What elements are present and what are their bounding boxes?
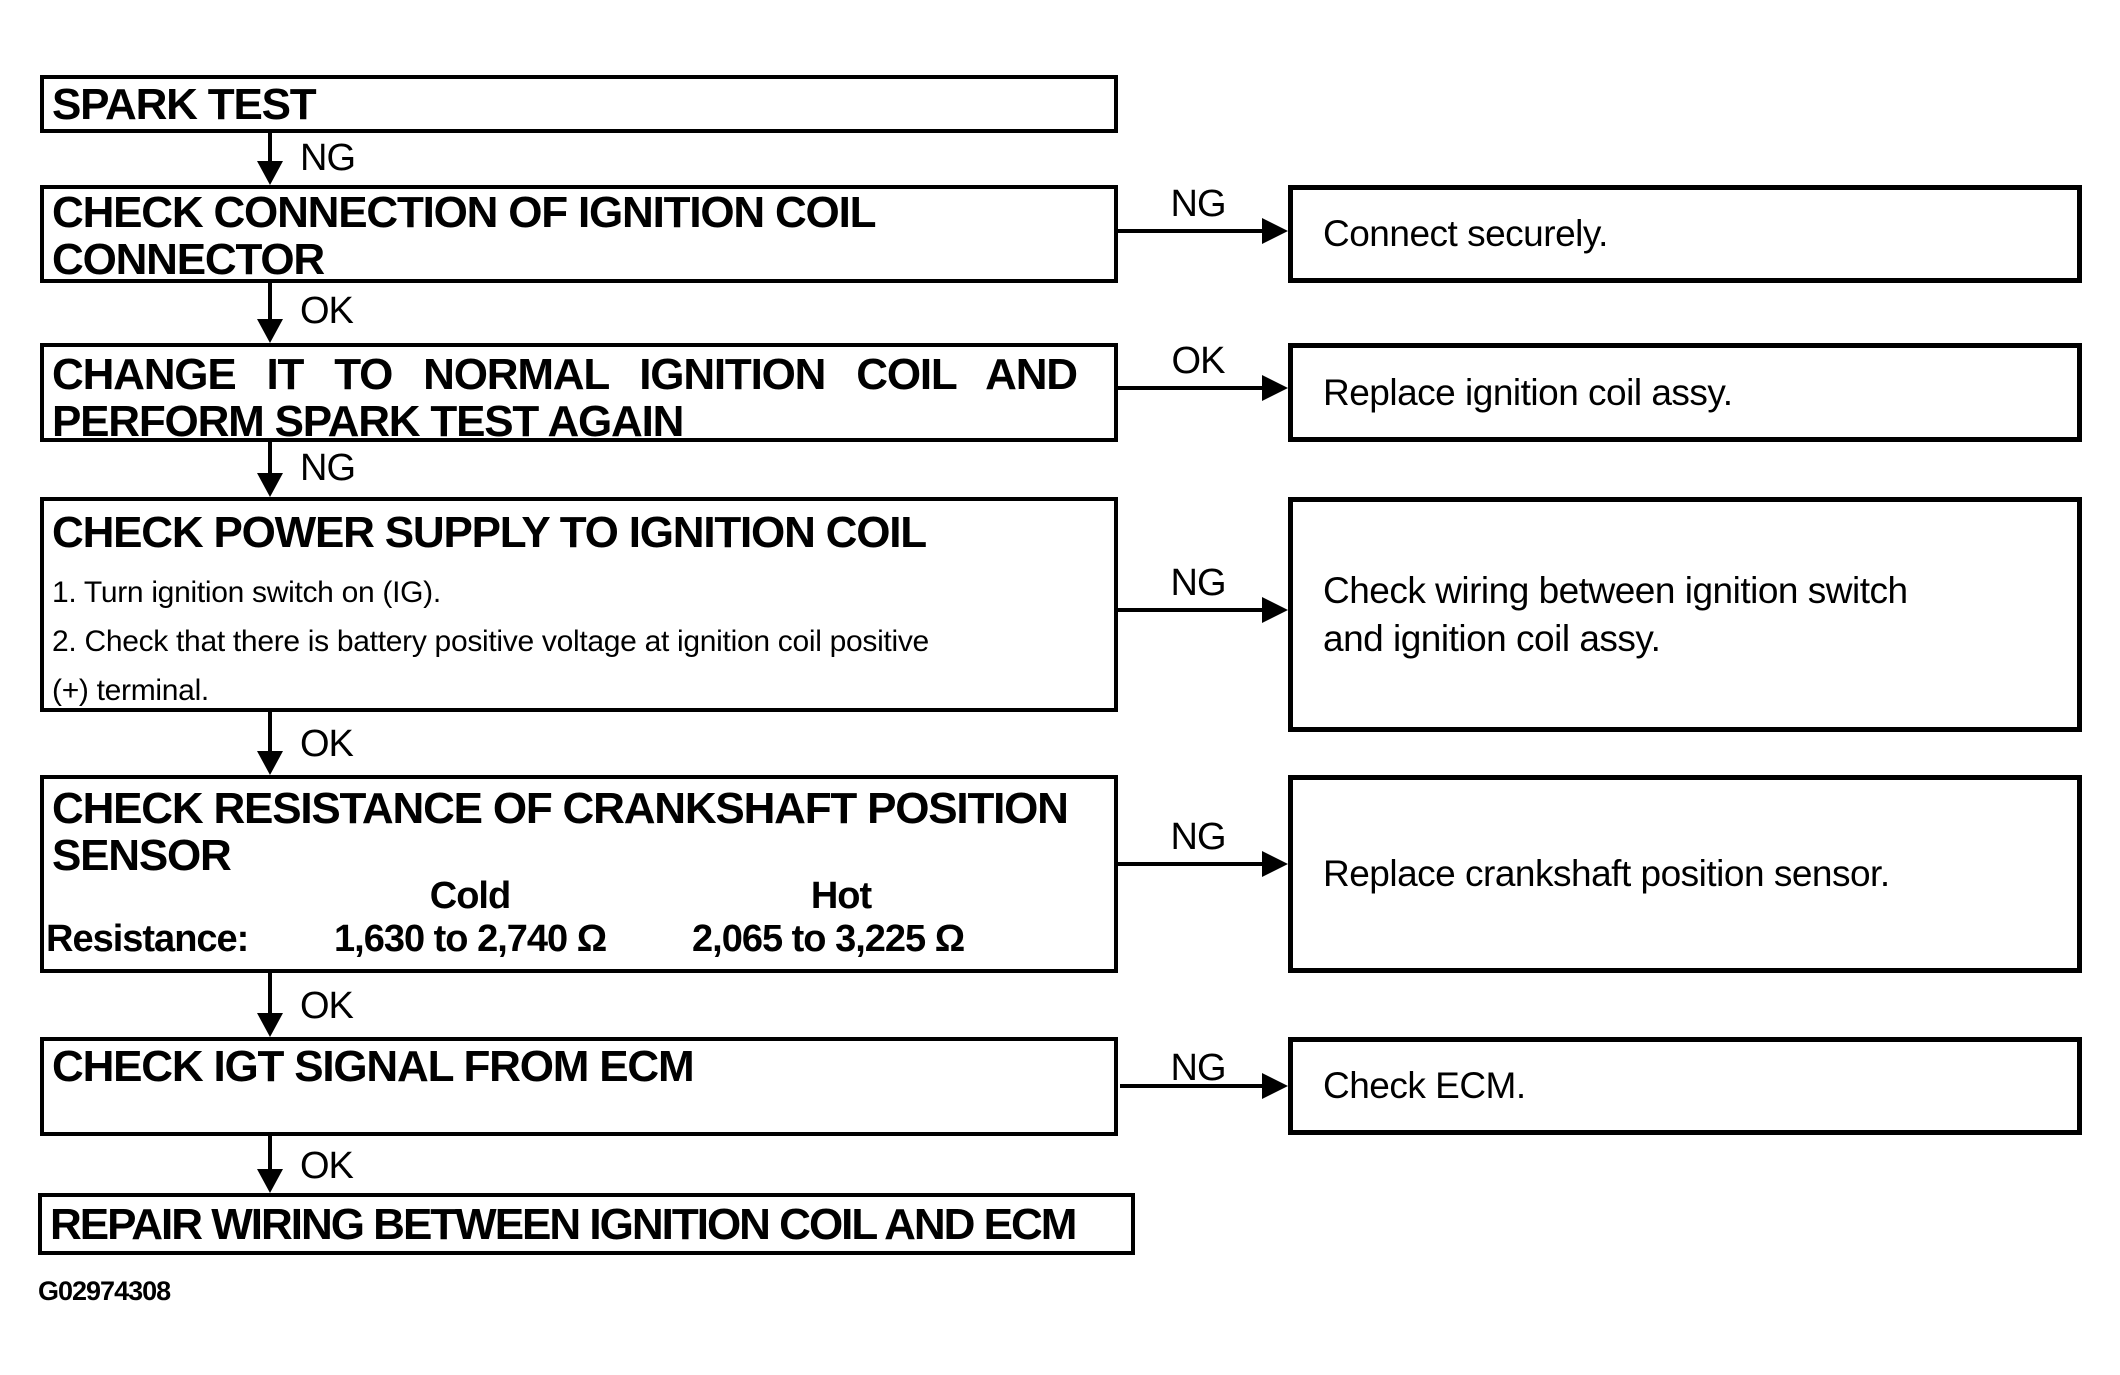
- right-arrow-connector: [1118, 218, 1288, 244]
- arrow-line: [1118, 229, 1268, 233]
- node-check-connection: CHECK CONNECTION OF IGNITION COIL CONNEC…: [40, 185, 1118, 283]
- resistance-hot-value: 2,065 to 3,225 Ω: [692, 918, 965, 960]
- edge-label-ok: OK: [300, 723, 354, 765]
- figure-id: G02974308: [38, 1276, 171, 1306]
- arrow-line: [1120, 1084, 1268, 1088]
- arrow-head-icon: [257, 751, 283, 775]
- down-arrow-connector: [257, 133, 283, 185]
- arrow-line: [268, 133, 272, 167]
- right-arrow-connector: [1118, 375, 1288, 401]
- step-line: (+) terminal.: [52, 674, 209, 707]
- result-replace-coil: Replace ignition coil assy.: [1288, 343, 2082, 442]
- down-arrow-connector: [257, 283, 283, 343]
- down-arrow-connector: [257, 1136, 283, 1193]
- edge-label-ng: NG: [300, 137, 356, 179]
- node-spark-test: SPARK TEST: [40, 75, 1118, 133]
- arrow-head-icon: [257, 473, 283, 497]
- edge-label-ok: OK: [300, 985, 354, 1027]
- arrow-line: [1118, 862, 1268, 866]
- right-arrow-connector: [1118, 597, 1288, 623]
- node-title: SPARK TEST: [52, 79, 317, 129]
- result-replace-sensor: Replace crankshaft position sensor.: [1288, 775, 2082, 973]
- node-title-line: CHANGE IT TO NORMAL IGNITION COIL AND: [52, 350, 1078, 399]
- arrow-line: [1118, 608, 1268, 612]
- edge-label-ok: OK: [1171, 340, 1226, 382]
- step-line: 1. Turn ignition switch on (IG).: [52, 576, 441, 609]
- edge-label-ok: OK: [300, 290, 354, 332]
- node-check-resistance: CHECK RESISTANCE OF CRANKSHAFT POSITION …: [40, 775, 1118, 973]
- node-title: REPAIR WIRING BETWEEN IGNITION COIL AND …: [50, 1199, 1077, 1249]
- arrow-head-icon: [1262, 597, 1288, 623]
- edge-label-ng: NG: [1170, 562, 1227, 604]
- arrow-head-icon: [1262, 1073, 1288, 1099]
- edge-label-ng: NG: [1170, 183, 1227, 225]
- result-text: Check ECM.: [1323, 1065, 1526, 1106]
- result-text-line: Check wiring between ignition switch: [1323, 569, 1908, 611]
- node-check-power-supply: CHECK POWER SUPPLY TO IGNITION COIL 1. T…: [40, 497, 1118, 712]
- right-arrow-connector: [1120, 1073, 1288, 1099]
- node-change-coil: CHANGE IT TO NORMAL IGNITION COIL AND PE…: [40, 343, 1118, 446]
- arrow-line: [1118, 386, 1268, 390]
- arrow-head-icon: [257, 161, 283, 185]
- down-arrow-connector: [257, 442, 283, 497]
- hot-column-header: Hot: [810, 875, 872, 917]
- result-connect-securely: Connect securely.: [1288, 185, 2082, 283]
- node-title-line: CHECK CONNECTION OF IGNITION COIL: [52, 188, 876, 237]
- resistance-cold-value: 1,630 to 2,740 Ω: [334, 918, 607, 960]
- down-arrow-connector: [257, 712, 283, 775]
- right-arrow-connector: [1118, 851, 1288, 877]
- edge-label-ok: OK: [300, 1145, 354, 1187]
- arrow-line: [268, 442, 272, 479]
- arrow-line: [268, 712, 272, 757]
- result-text: Replace crankshaft position sensor.: [1323, 853, 1890, 894]
- node-check-igt-signal: CHECK IGT SIGNAL FROM ECM: [40, 1037, 1118, 1136]
- result-text: Connect securely.: [1323, 213, 1608, 254]
- arrow-head-icon: [1262, 375, 1288, 401]
- edge-label-ng: NG: [1170, 1047, 1227, 1089]
- edge-label-ng: NG: [1170, 816, 1227, 858]
- arrow-line: [268, 973, 272, 1019]
- node-title: CHECK IGT SIGNAL FROM ECM: [52, 1042, 695, 1091]
- node-title-line: CHECK RESISTANCE OF CRANKSHAFT POSITION: [52, 784, 1069, 833]
- result-text-line: and ignition coil assy.: [1323, 617, 1661, 659]
- node-steps: 1. Turn ignition switch on (IG). 2. Chec…: [44, 568, 1114, 715]
- result-check-wiring: Check wiring between ignition switch and…: [1288, 497, 2082, 732]
- resistance-label: Resistance:: [46, 918, 249, 960]
- node-title: CHECK POWER SUPPLY TO IGNITION COIL: [52, 508, 927, 557]
- down-arrow-connector: [257, 973, 283, 1037]
- result-check-ecm: Check ECM.: [1288, 1037, 2082, 1135]
- node-repair-wiring: REPAIR WIRING BETWEEN IGNITION COIL AND …: [38, 1193, 1135, 1255]
- step-line: 2. Check that there is battery positive …: [52, 625, 929, 658]
- arrow-head-icon: [1262, 218, 1288, 244]
- arrow-head-icon: [257, 319, 283, 343]
- arrow-line: [268, 283, 272, 325]
- arrow-head-icon: [257, 1169, 283, 1193]
- node-title-line: CONNECTOR: [52, 235, 325, 284]
- node-title-line: PERFORM SPARK TEST AGAIN: [52, 397, 684, 446]
- cold-column-header: Cold: [429, 875, 511, 917]
- result-text: Replace ignition coil assy.: [1323, 371, 1733, 413]
- node-title-line: SENSOR: [52, 831, 232, 880]
- edge-label-ng: NG: [300, 447, 356, 489]
- arrow-head-icon: [1262, 851, 1288, 877]
- arrow-line: [268, 1136, 272, 1175]
- arrow-head-icon: [257, 1013, 283, 1037]
